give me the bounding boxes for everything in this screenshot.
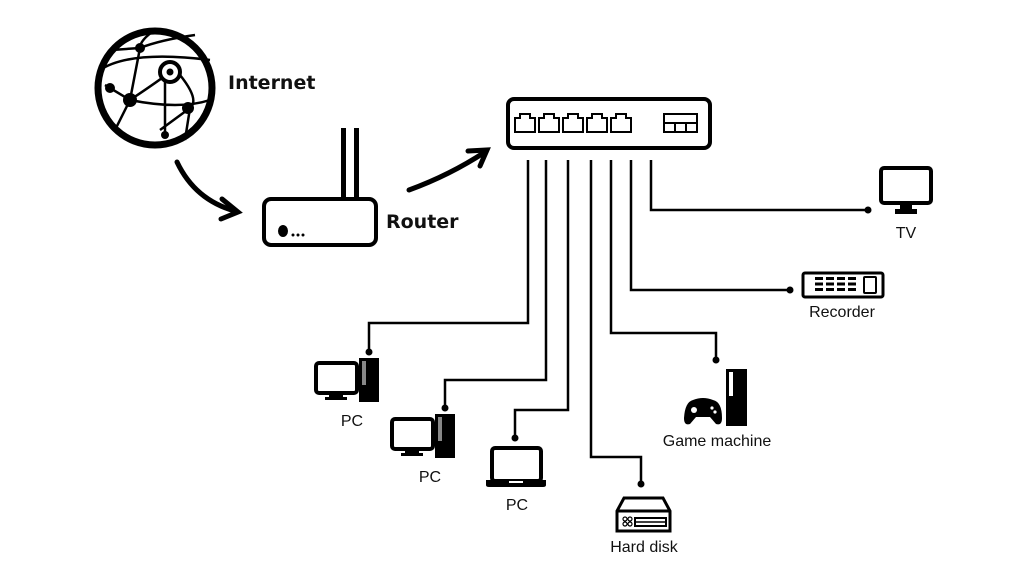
laptop-icon bbox=[486, 446, 546, 487]
ethernet-port bbox=[586, 113, 608, 133]
connection-lines bbox=[365, 160, 872, 488]
hard-disk-label: Hard disk bbox=[610, 539, 679, 556]
recorder-button bbox=[837, 282, 845, 286]
link-pc3 bbox=[513, 160, 570, 438]
game-machine-icon bbox=[684, 369, 747, 426]
recorder-button bbox=[848, 288, 856, 291]
recorder-button bbox=[848, 277, 856, 280]
internet-label: Internet bbox=[228, 72, 315, 94]
pc3-label: PC bbox=[506, 497, 528, 514]
recorder-button bbox=[837, 277, 845, 280]
switch-icon bbox=[506, 97, 712, 150]
pc1-label: PC bbox=[341, 413, 363, 430]
recorder-button bbox=[837, 288, 845, 291]
recorder-label: Recorder bbox=[809, 304, 875, 321]
desktop-pc-icon bbox=[390, 414, 455, 458]
router-label: Router bbox=[386, 211, 459, 233]
link-hard-disk bbox=[589, 160, 643, 484]
game-machine-label: Game machine bbox=[663, 433, 772, 450]
arrow-icon bbox=[174, 159, 243, 222]
recorder-button bbox=[826, 288, 834, 291]
link-pc2 bbox=[443, 160, 548, 408]
pc2-label: PC bbox=[419, 469, 441, 486]
globe-icon bbox=[94, 27, 216, 149]
recorder-button bbox=[815, 277, 823, 280]
link-game-machine bbox=[609, 160, 718, 360]
recorder-button bbox=[815, 288, 823, 291]
link-recorder bbox=[629, 160, 790, 292]
arrow-icon bbox=[406, 147, 491, 193]
ethernet-port bbox=[562, 113, 584, 133]
recorder-icon bbox=[801, 271, 885, 299]
link-pc1 bbox=[367, 160, 530, 352]
tv-label: TV bbox=[896, 225, 917, 242]
ethernet-port bbox=[538, 113, 560, 133]
ethernet-port bbox=[610, 113, 632, 133]
hard-disk-icon bbox=[615, 496, 672, 533]
recorder-button bbox=[848, 282, 856, 286]
link-tv bbox=[649, 160, 868, 212]
ethernet-port bbox=[514, 113, 536, 133]
desktop-pc-icon bbox=[314, 358, 379, 402]
recorder-button bbox=[826, 277, 834, 280]
recorder-button bbox=[815, 282, 823, 286]
tv-icon bbox=[879, 166, 933, 214]
recorder-button bbox=[826, 282, 834, 286]
router-icon bbox=[262, 128, 378, 247]
